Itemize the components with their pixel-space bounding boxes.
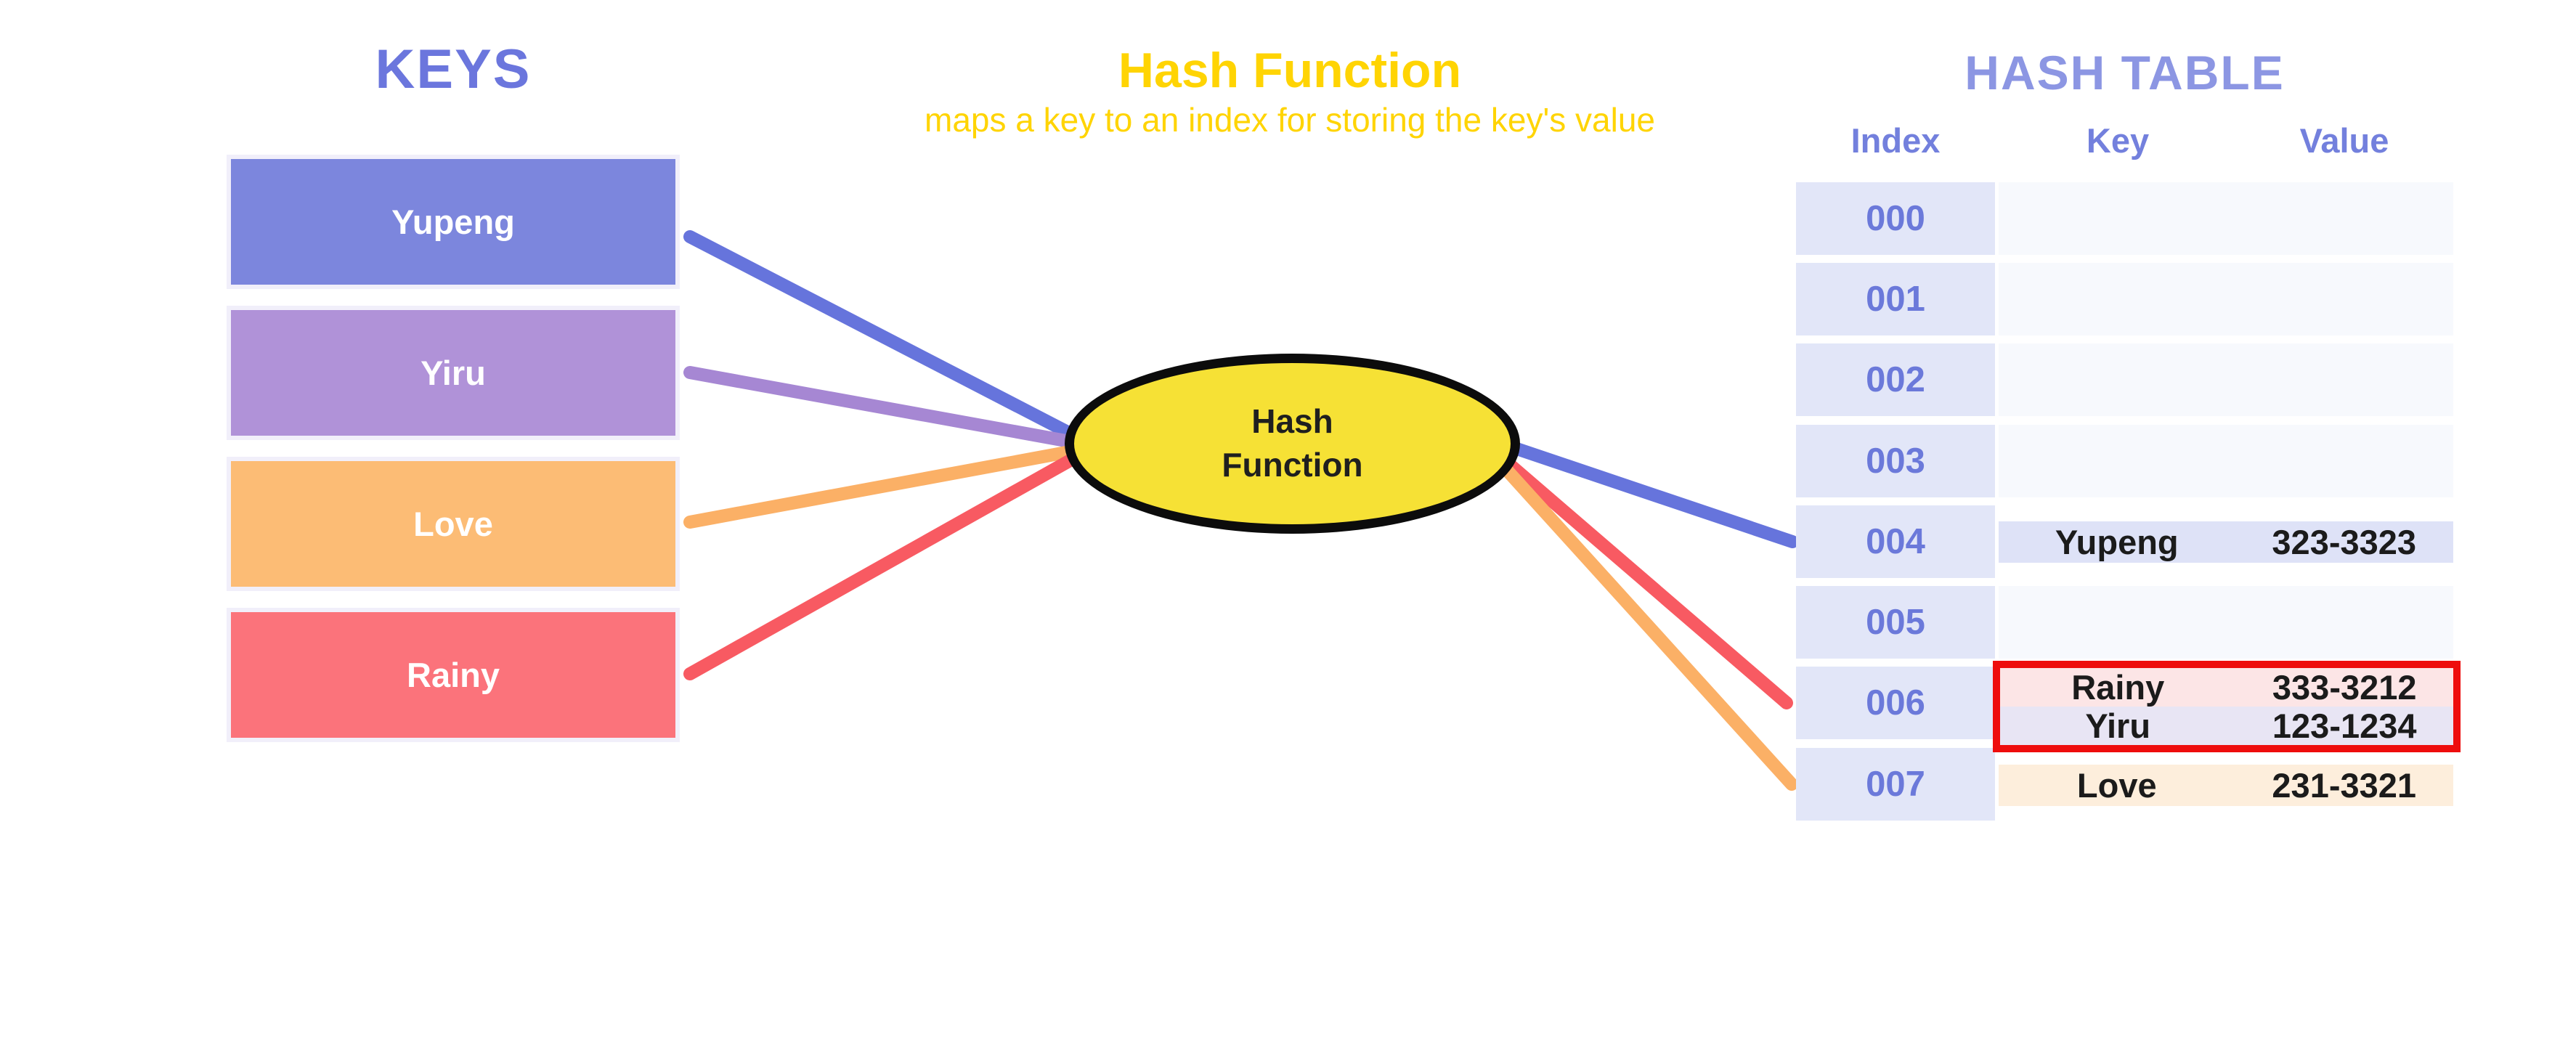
key-box-rainy: Rainy [227,608,680,742]
entry-004-value: 323-3323 [2272,523,2417,561]
entry-007-value: 231-3321 [2272,766,2417,805]
entry-row-007: Love 231-3321 [1999,765,2453,806]
collision-highlight-box-006: Rainy 333-3212 Yiru 123-1234 [1993,661,2461,752]
empty-slot-005 [1999,586,2453,659]
hash-function-subheading: maps a key to an index for storing the k… [925,101,1655,139]
line-rainy-to-hash [683,445,1092,680]
entry-row-006-rainy: Rainy 333-3212 [2000,668,2453,707]
line-yupeng-to-hash [683,230,1092,448]
hash-table-title: HASH TABLE [1964,46,2285,99]
entry-004-key: Yupeng [2055,523,2179,561]
empty-slot-001 [1999,263,2453,335]
key-box-love: Love [227,457,680,591]
index-cell-001: 001 [1796,263,1995,335]
line-yiru-to-hash [683,366,1092,451]
line-hash-to-row-007 [1482,444,1798,791]
index-cell-000: 000 [1796,182,1995,255]
hash-function-node: Hash Function [1065,354,1520,534]
entry-row-006-yiru: Yiru 123-1234 [2000,707,2453,745]
key-box-yupeng-label: Yupeng [391,203,515,241]
column-header-key: Key [2086,121,2150,160]
line-love-to-hash [683,442,1092,529]
empty-slot-000 [1999,182,2453,255]
key-box-yiru: Yiru [227,306,680,440]
hash-function-heading: Hash Function [1118,43,1462,98]
key-box-yupeng: Yupeng [227,155,680,289]
hash-function-node-line1: Hash [1251,402,1333,441]
empty-slot-003 [1999,425,2453,497]
column-header-index: Index [1850,121,1941,160]
empty-slot-002 [1999,343,2453,416]
index-cell-004: 004 [1796,505,1995,578]
line-hash-to-row-006 [1482,440,1793,709]
entry-row-004: Yupeng 323-3323 [1999,521,2453,563]
entry-007-key: Love [2076,766,2157,805]
index-cell-003: 003 [1796,425,1995,497]
hash-function-node-line2: Function [1222,446,1363,484]
key-box-rainy-label: Rainy [407,656,500,694]
index-cell-006: 006 [1796,667,1995,739]
index-cell-005: 005 [1796,586,1995,659]
entry-006-rainy-key: Rainy [2071,668,2165,707]
keys-title: KEYS [375,38,532,100]
key-box-yiru-label: Yiru [420,354,486,392]
index-cell-007: 007 [1796,748,1995,821]
line-hash-to-row-004 [1482,433,1799,548]
column-header-value: Value [2299,121,2389,160]
entry-006-rainy-value: 333-3212 [2272,668,2417,707]
entry-006-yiru-value: 123-1234 [2272,707,2417,745]
entry-006-yiru-key: Yiru [2085,707,2151,745]
key-box-love-label: Love [413,505,493,543]
index-cell-002: 002 [1796,343,1995,416]
